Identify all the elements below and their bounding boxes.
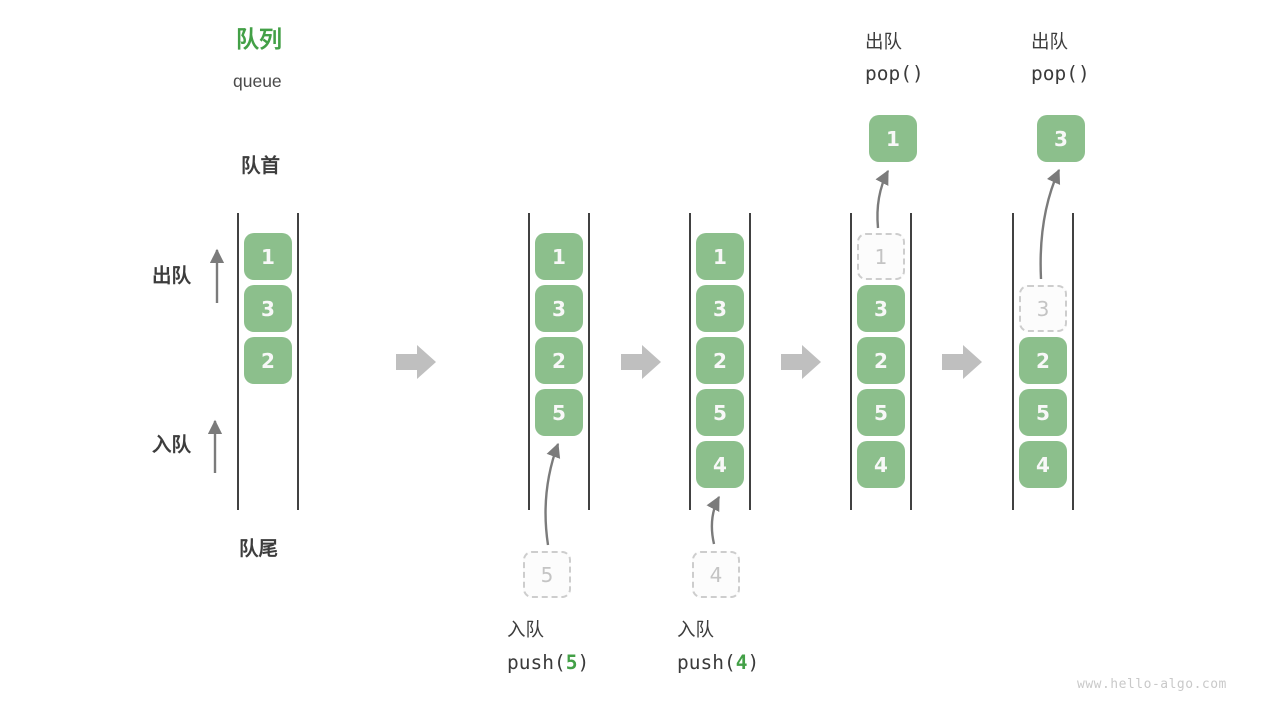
queue-channel-3 (689, 213, 751, 510)
popped-cell: 1 (869, 115, 917, 162)
queue-cell: 4 (1019, 441, 1067, 488)
popped-cell: 3 (1037, 115, 1085, 162)
pop2-operation-label: 出队 pop() (1031, 31, 1090, 86)
removed-ghost-cell: 1 (857, 233, 905, 280)
queue-cell: 5 (857, 389, 905, 436)
pop2-code: pop() (1031, 62, 1090, 86)
queue-cell: 5 (535, 389, 583, 436)
queue-cell: 3 (535, 285, 583, 332)
pop1-operation-label: 出队 pop() (865, 31, 924, 86)
queue-channel-1 (237, 213, 299, 510)
pop1-name: 出队 (865, 31, 903, 52)
dequeue-side-label: 出队 (152, 265, 192, 287)
queue-cell: 3 (696, 285, 744, 332)
push5-operation-label: 入队 push(5) (507, 619, 589, 675)
queue-cell: 2 (696, 337, 744, 384)
queue-cell: 2 (857, 337, 905, 384)
queue-cell: 5 (1019, 389, 1067, 436)
queue-cell: 2 (535, 337, 583, 384)
queue-cell: 3 (244, 285, 292, 332)
push5-name: 入队 (507, 619, 545, 640)
enqueue-side-label: 入队 (152, 434, 192, 456)
queue-cell: 4 (857, 441, 905, 488)
pop1-code: pop() (865, 62, 924, 86)
queue-cell: 1 (244, 233, 292, 280)
queue-cell: 2 (1019, 337, 1067, 384)
incoming-ghost-cell: 4 (692, 551, 740, 598)
queue-cell: 2 (244, 337, 292, 384)
incoming-ghost-cell: 5 (523, 551, 571, 598)
queue-channel-5 (1012, 213, 1074, 510)
step-arrow-icon (396, 345, 436, 379)
push4-code: push(4) (677, 651, 760, 675)
step-arrow-icon (942, 345, 982, 379)
queue-cell: 3 (857, 285, 905, 332)
push4-name: 入队 (677, 619, 715, 640)
queue-channel-4 (850, 213, 912, 510)
step-arrow-icon (781, 345, 821, 379)
pop2-name: 出队 (1031, 31, 1069, 52)
queue-cell: 1 (535, 233, 583, 280)
queue-cell: 5 (696, 389, 744, 436)
push5-code: push(5) (507, 651, 590, 675)
push4-operation-label: 入队 push(4) (677, 619, 759, 675)
removed-ghost-cell: 3 (1019, 285, 1067, 332)
diagram-title-en: queue (233, 71, 282, 91)
queue-cell: 4 (696, 441, 744, 488)
queue-channel-2 (528, 213, 590, 510)
queue-rear-label: 队尾 (239, 538, 279, 560)
watermark: www.hello-algo.com (1077, 677, 1227, 692)
step-arrow-icon (621, 345, 661, 379)
queue-front-label: 队首 (241, 155, 281, 177)
queue-cell: 1 (696, 233, 744, 280)
diagram-title-zh: 队列 (236, 26, 282, 52)
